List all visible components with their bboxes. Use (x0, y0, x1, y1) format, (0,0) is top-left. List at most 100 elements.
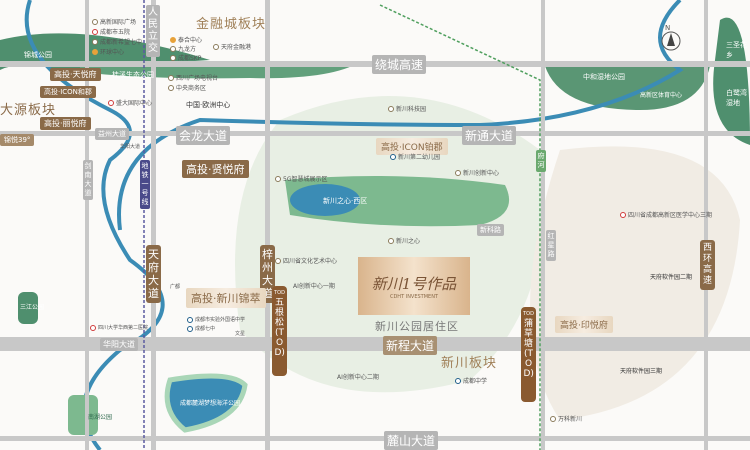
poi[interactable]: 九龙方 (170, 44, 196, 53)
poi[interactable]: 新川第二幼儿园 (390, 152, 440, 161)
park-label-nanhu[interactable]: 南湖公园 (88, 414, 113, 421)
poi[interactable]: 环球中心 (92, 47, 124, 56)
project-yinyue[interactable]: 高投·印悦府 (555, 316, 613, 333)
road-fuhe: 府河 (536, 150, 546, 172)
poi[interactable]: 泰合中心 (170, 35, 202, 44)
poi[interactable]: 广都 (170, 284, 181, 290)
project-icon-bojun[interactable]: 高投·ICON铂郡 (376, 138, 448, 155)
poi[interactable]: 文星 (235, 331, 246, 337)
poi[interactable]: 成都新希望七中 (92, 37, 142, 46)
lake-xinchuan (290, 184, 360, 216)
poi[interactable]: 高新国际广场 (92, 17, 136, 26)
poi[interactable]: 成都SKP (170, 53, 201, 62)
poi-icon (170, 45, 176, 52)
hospital-icon (92, 28, 98, 35)
poi[interactable]: 高新区体育中心 (640, 92, 683, 99)
poi[interactable]: 华阳大道 (120, 144, 141, 150)
block-dayuan: 大源板块 (0, 103, 57, 118)
project-xianyue[interactable]: 高投·贤悦府 (182, 160, 249, 178)
poi-icon (275, 257, 281, 264)
lake-luhu (164, 373, 248, 433)
poi[interactable]: 中央商务区 (168, 83, 206, 92)
zone-beige (530, 146, 740, 420)
park-nanhu (68, 395, 98, 435)
poi-icon (388, 237, 394, 244)
road-xinke: 新科路 (477, 224, 504, 236)
poi[interactable]: 新川科技园 (388, 104, 426, 113)
poi-icon (388, 105, 394, 112)
poi[interactable]: 中国·欧洲中心 (186, 101, 231, 109)
poi[interactable]: 成都市实验外国语中学 (187, 316, 245, 323)
park-label-luhu[interactable]: 成都麓湖梦想海洋公园 (180, 400, 241, 407)
poi[interactable]: 成都七中 (187, 325, 215, 332)
block-park-residential: 新川公园居住区 (375, 320, 459, 333)
poi[interactable]: 新川创新中心 (455, 168, 499, 177)
road-xintong: 新通大道 (462, 126, 517, 145)
metro-line-label: 地铁一号线 (140, 160, 150, 209)
zone-area (235, 96, 544, 393)
road-raocheng: 绕城高速 (372, 55, 427, 74)
poi[interactable]: 天府金融港 (213, 42, 251, 51)
park-sanjiang (18, 292, 38, 324)
park-label-zhonghe[interactable]: 中和湿地公园 (583, 73, 625, 81)
project-icon-hejun[interactable]: 高投·ICON和郡 (40, 86, 96, 98)
school-icon (390, 153, 396, 160)
road-huilong: 会龙大道 (176, 126, 231, 145)
project-liyue[interactable]: 高投·丽悦府 (40, 117, 91, 130)
park-label-xinchuan-west[interactable]: 新川之心·西区 (323, 197, 368, 205)
school-icon (92, 38, 98, 45)
poi-icon (92, 18, 98, 25)
road-yizhou: 益州大道 (95, 128, 129, 140)
poi[interactable]: 新川之心 (388, 236, 420, 245)
poi[interactable]: 西川广场电视台 (168, 73, 218, 82)
station-name: 五根松(TOD) (274, 298, 285, 358)
poi[interactable]: 成都市五院 (92, 27, 130, 36)
park-label-sanjiang[interactable]: 三江公园 (20, 304, 45, 311)
poi[interactable]: 5G智慧城展示区 (275, 174, 327, 183)
park-label-jincheng[interactable]: 锦城公园 (24, 51, 52, 59)
poi-icon (168, 74, 174, 81)
poi-icon (170, 54, 176, 61)
metro-station-pucaotang[interactable]: TOD 蒲草塘(TOD) (521, 307, 536, 402)
poi[interactable]: AI创新中心一期 (293, 283, 335, 290)
poi-icon (213, 43, 219, 50)
road-tianfu: 天府大道 (146, 245, 161, 303)
block-xinchuan: 新川板块 (441, 356, 498, 371)
poi[interactable]: 四川省文化艺术中心 (275, 256, 337, 265)
park-label-bailu[interactable]: 白鹭湾湿地 (726, 89, 747, 107)
school-icon (455, 377, 461, 384)
poi-icon (108, 99, 114, 106)
poi[interactable]: 盛大国际中心 (108, 98, 152, 107)
poi-icon (170, 36, 176, 43)
project-jinyue39[interactable]: 锦悦39° (0, 134, 35, 146)
road-renmin: 人民立交 (146, 5, 160, 57)
metro-station-wugensong[interactable]: TOD 五根松(TOD) (272, 286, 287, 376)
poi[interactable]: 天府软件园三期 (620, 368, 663, 375)
poi[interactable]: 四川省成都高新区医学中心三期 (620, 210, 712, 219)
poi[interactable]: 成都中学 (455, 376, 487, 385)
road-jiannan: 剑南大道 (83, 160, 93, 200)
school-icon (187, 325, 193, 332)
road-hongxing: 红星路 (546, 230, 556, 261)
poi[interactable]: AI创新中心二期 (337, 374, 379, 381)
project-tianyue[interactable]: 高投·天悦府 (50, 68, 101, 81)
project-xinchuan-jincui[interactable]: 高投·新川锦萃 (186, 288, 266, 308)
hospital-icon (620, 211, 626, 218)
park-label-guixi[interactable]: 桂溪生态公园 (112, 71, 154, 79)
park-label-sansheng[interactable]: 三圣花乡 (726, 41, 747, 59)
road-xincheng: 新程大道 (383, 336, 438, 355)
poi[interactable]: 万科新川 (550, 414, 582, 423)
poi-icon (92, 48, 98, 55)
compass-icon (661, 31, 681, 51)
road-huayang: 华阳大道 (100, 338, 138, 351)
green-line (379, 4, 541, 450)
poi-icon (168, 84, 174, 91)
hero-project-card[interactable]: 新川1号作品 CDHT INVESTMENT (358, 257, 470, 315)
road-xihuan: 西环高速 (700, 240, 715, 290)
compass-label: N (665, 24, 671, 32)
poi[interactable]: 四川大学华西第二医院 (90, 324, 148, 331)
poi[interactable]: 天府软件园二期 (650, 274, 693, 281)
station-name: 蒲草塘(TOD) (523, 319, 534, 379)
poi-icon (275, 175, 281, 182)
